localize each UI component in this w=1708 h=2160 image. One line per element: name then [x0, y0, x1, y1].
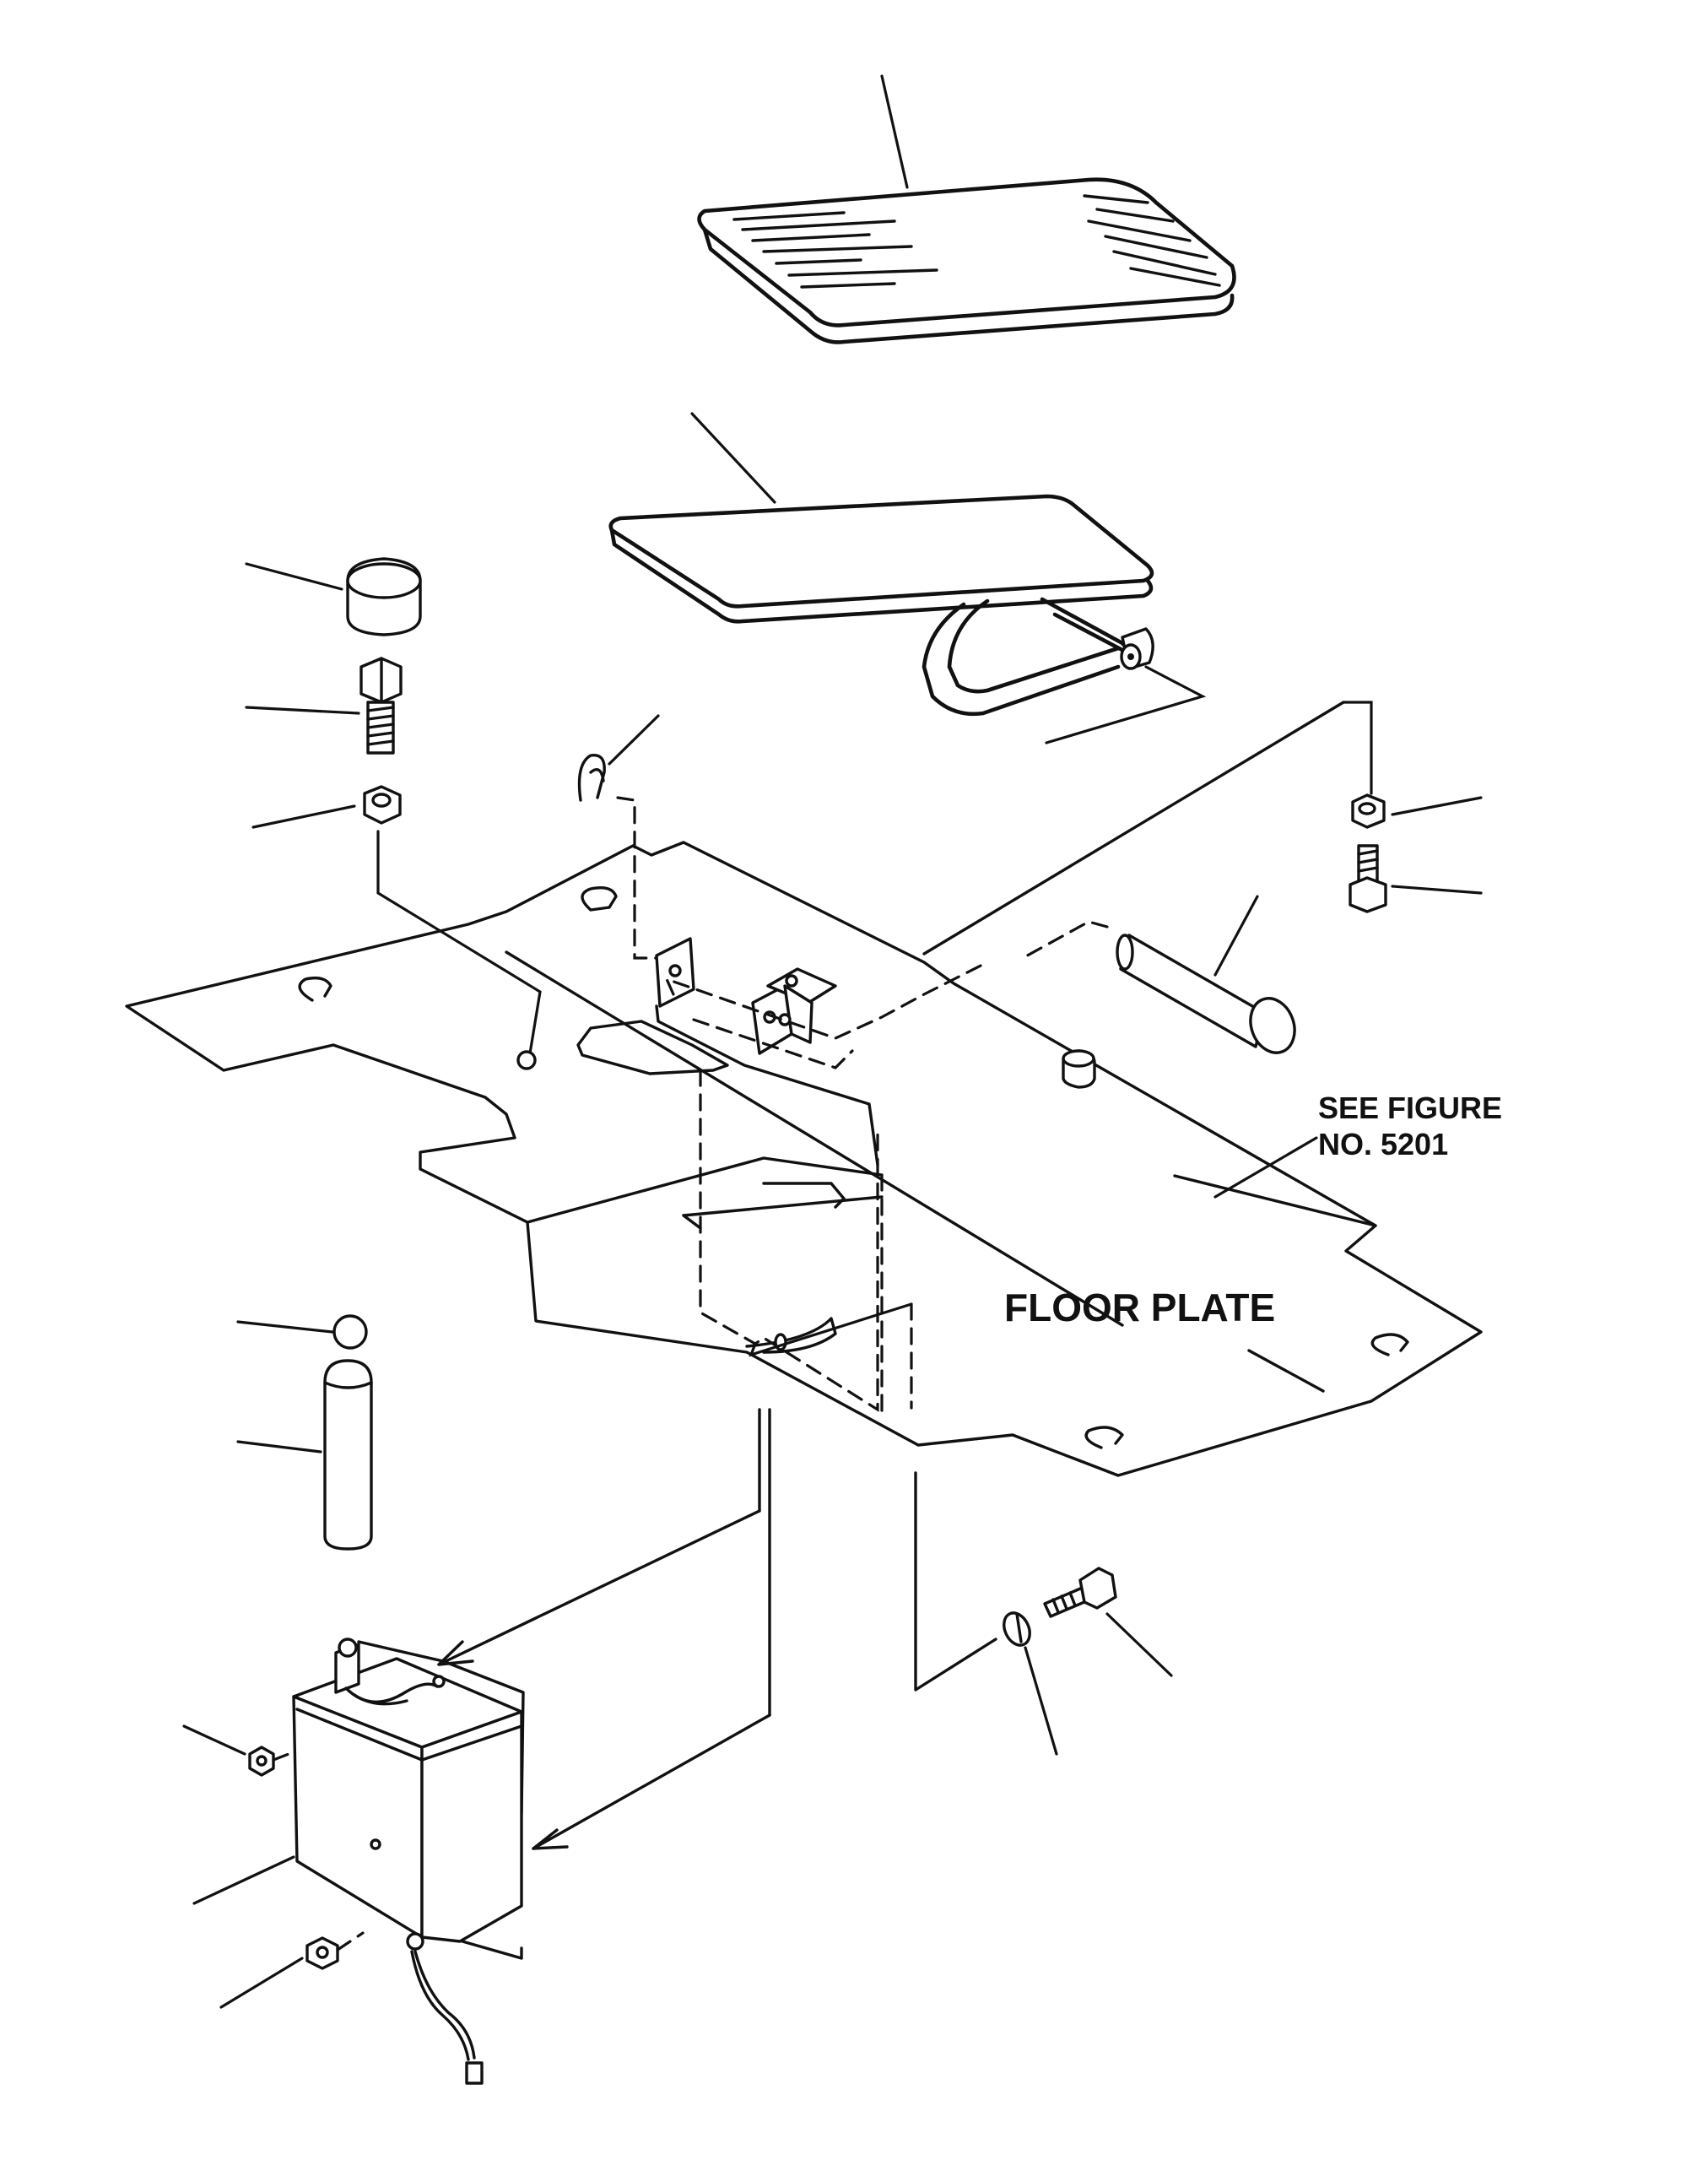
- switch-nut-upper: [248, 1746, 275, 1777]
- bolt-right: [1349, 844, 1387, 913]
- lock-washer-leader: [1024, 1646, 1058, 1756]
- see-figure-line1: SEE FIGURE: [1318, 1091, 1502, 1125]
- floor-plate-label: FLOOR PLATE: [1004, 1286, 1275, 1329]
- nut-right: [1351, 793, 1386, 829]
- lock-washer: [1003, 1611, 1031, 1647]
- steel-ball: [332, 1314, 368, 1350]
- pedal-switch-box: [292, 1638, 525, 2085]
- mounting-screw: [1043, 1567, 1117, 1618]
- rubber-bumper-cap: [346, 557, 422, 636]
- steel-ball-leader: [236, 1320, 334, 1334]
- roll-pin-leader: [236, 1440, 322, 1454]
- switch-nut-lower-leader: [219, 1957, 304, 2009]
- bolt-to-plate-leader: [376, 830, 542, 1055]
- pedal-leader: [690, 412, 776, 504]
- hinge-pin-leader: [1213, 895, 1259, 977]
- foot-pad: [697, 177, 1236, 344]
- switch-bracket-outline: [699, 1069, 879, 1412]
- stop-bolt: [359, 657, 403, 755]
- bolt-right-leader: [1391, 885, 1483, 895]
- jam-nut-left: [363, 785, 402, 825]
- cotter-pin: [577, 753, 606, 802]
- hinge-bracket: [655, 937, 879, 1167]
- see-figure-leader: [1213, 1136, 1318, 1199]
- cotter-pin-leader: [608, 714, 660, 766]
- mounting-screw-leader: [1105, 1612, 1173, 1677]
- foot-pad-leader: [880, 74, 909, 189]
- switch-nut-upper-leader: [182, 1724, 246, 1756]
- pedal-hinge-leader: [1045, 665, 1207, 744]
- floor-plate: [125, 841, 1483, 1477]
- bumper-cap-leader: [245, 562, 343, 591]
- roll-pin: [323, 1359, 373, 1551]
- see-figure-line2: NO. 5201: [1318, 1127, 1448, 1161]
- pedal-assembly: [608, 494, 1154, 717]
- switch-nut-lower: [305, 1936, 339, 1970]
- jam-nut-left-leader: [251, 804, 356, 829]
- stop-bolt-hole: [516, 1050, 537, 1070]
- stop-bolt-leader: [245, 706, 360, 715]
- nut-right-leader: [1391, 796, 1483, 816]
- hinge-pin: [1116, 934, 1296, 1054]
- switch-box-leader: [192, 1855, 295, 1905]
